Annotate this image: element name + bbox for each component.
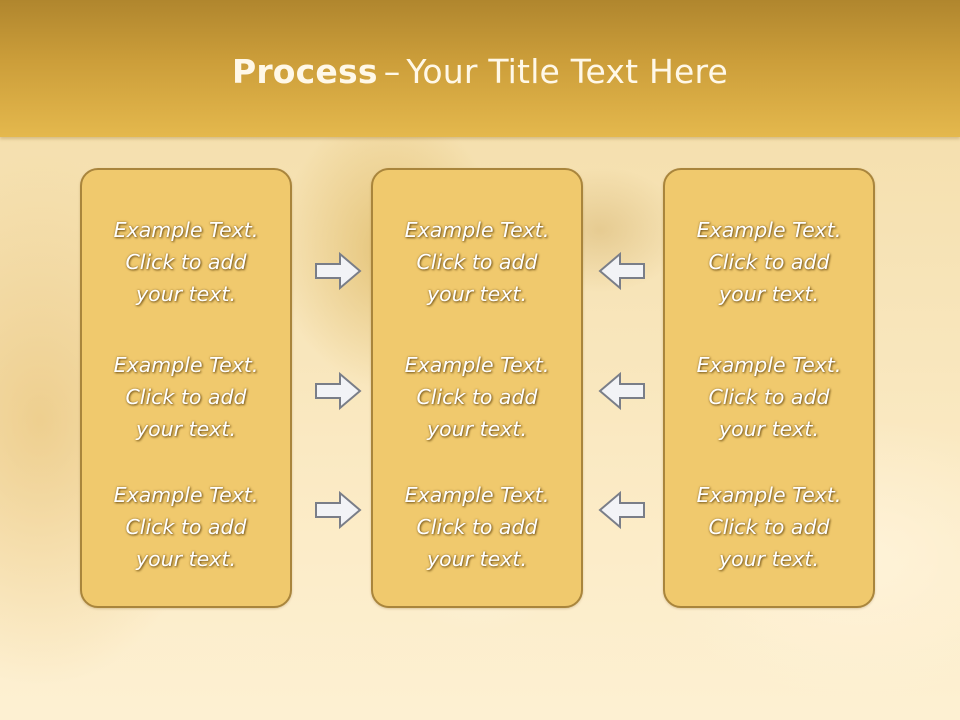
text-line: your text. [427,282,527,306]
arrow-left-icon[interactable] [597,251,647,291]
text-line: Click to add [416,385,538,409]
text-placeholder[interactable]: Example Text. Click to add your text. [82,349,290,445]
text-placeholder[interactable]: Example Text. Click to add your text. [665,214,873,310]
arrow-left-icon[interactable] [597,490,647,530]
text-placeholder[interactable]: Example Text. Click to add your text. [82,479,290,575]
text-line: Click to add [416,515,538,539]
slide-title[interactable]: Process–Your Title Text Here [0,52,960,91]
text-line: Example Text. [404,353,550,377]
text-line: Example Text. [696,483,842,507]
text-line: Click to add [125,250,247,274]
arrow-right-icon[interactable] [313,251,363,291]
text-placeholder[interactable]: Example Text. Click to add your text. [665,479,873,575]
arrow-left-icon[interactable] [597,371,647,411]
title-bold: Process [231,52,378,91]
text-line: Click to add [416,250,538,274]
text-placeholder[interactable]: Example Text. Click to add your text. [82,214,290,310]
text-line: Click to add [708,250,830,274]
text-line: your text. [136,282,236,306]
text-line: your text. [136,547,236,571]
process-column-center: Example Text. Click to add your text. Ex… [371,168,583,608]
arrow-right-icon[interactable] [313,371,363,411]
text-line: your text. [719,417,819,441]
text-placeholder[interactable]: Example Text. Click to add your text. [665,349,873,445]
title-bar: Process–Your Title Text Here [0,0,960,137]
text-line: Click to add [708,515,830,539]
text-line: Click to add [125,515,247,539]
text-placeholder[interactable]: Example Text. Click to add your text. [373,479,581,575]
text-placeholder[interactable]: Example Text. Click to add your text. [373,214,581,310]
text-line: Click to add [708,385,830,409]
text-line: Example Text. [113,218,259,242]
arrow-right-icon[interactable] [313,490,363,530]
text-line: your text. [136,417,236,441]
text-line: your text. [719,547,819,571]
text-line: Example Text. [113,353,259,377]
text-line: your text. [427,417,527,441]
process-column-left: Example Text. Click to add your text. Ex… [80,168,292,608]
text-line: your text. [427,547,527,571]
process-column-right: Example Text. Click to add your text. Ex… [663,168,875,608]
text-line: Example Text. [113,483,259,507]
text-line: Example Text. [696,353,842,377]
text-line: Example Text. [404,483,550,507]
text-line: Example Text. [696,218,842,242]
text-line: your text. [719,282,819,306]
title-rest: Your Title Text Here [406,52,729,91]
text-line: Example Text. [404,218,550,242]
title-separator: – [383,52,401,91]
text-line: Click to add [125,385,247,409]
text-placeholder[interactable]: Example Text. Click to add your text. [373,349,581,445]
